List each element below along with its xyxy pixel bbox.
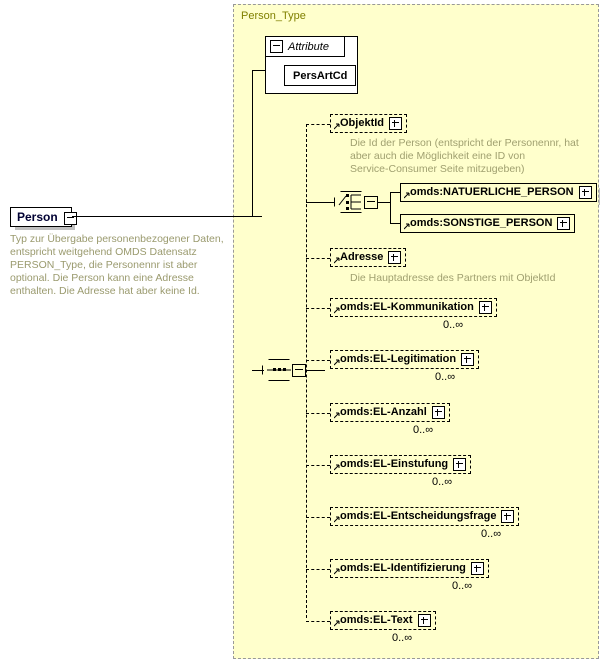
node-el-entscheidungsfrage[interactable]: omds:EL-Entscheidungsfrage (330, 507, 523, 529)
root-element-person[interactable]: Person (10, 207, 77, 230)
wire-choice-out (378, 202, 390, 203)
expand-plus-icon[interactable] (417, 614, 431, 627)
node-documentation-adresse: Die Hauptadresse des Partners mit Objekt… (350, 272, 556, 284)
sequence-icon (267, 368, 291, 371)
attribute-compartment: Attribute PersArtCd (265, 36, 361, 97)
attribute-item-label: PersArtCd (293, 69, 348, 82)
person-type-container (233, 4, 599, 659)
wire-to-el-text (306, 621, 330, 622)
expand-plus-icon[interactable] (453, 458, 467, 471)
node-el-text[interactable]: omds:EL-Text (330, 611, 439, 633)
choice-icon (338, 194, 361, 210)
node-label: omds:EL-Kommunikation (340, 301, 474, 313)
cardinality-el-entscheidungsfrage: 0..∞ (481, 528, 502, 540)
wire-to-sequence (252, 370, 264, 371)
cardinality-el-identifizierung: 0..∞ (452, 580, 473, 592)
cardinality-el-legitimation: 0..∞ (435, 371, 456, 383)
sequence-collapse-minus-icon[interactable] (292, 364, 306, 377)
expand-plus-icon[interactable] (388, 251, 402, 264)
node-adresse[interactable]: Adresse (330, 248, 410, 270)
expand-plus-icon[interactable] (501, 510, 515, 523)
node-label: omds:EL-Anzahl (340, 406, 427, 418)
wire-to-el-kommunikation (306, 308, 330, 309)
node-label: Adresse (340, 251, 384, 263)
expand-plus-icon[interactable] (478, 301, 492, 314)
wire-to-el-identifizierung (306, 569, 330, 570)
attribute-label: Attribute (288, 40, 329, 53)
wire-to-el-einstufung (306, 465, 330, 466)
sequence-compositor[interactable] (262, 359, 306, 381)
node-label: omds:EL-Entscheidungsfrage (340, 510, 497, 522)
node-el-anzahl[interactable]: omds:EL-Anzahl (330, 403, 453, 425)
root-element-label: Person (17, 210, 58, 224)
wire-to-adresse (306, 258, 330, 259)
wire-sequence-out (305, 370, 325, 371)
wire-to-el-legitimation (306, 360, 330, 361)
expand-plus-icon[interactable] (578, 186, 592, 199)
node-sonstige-person[interactable]: omds:SONSTIGE_PERSON (400, 214, 579, 236)
node-objektid[interactable]: ObjektId (330, 114, 411, 136)
collapse-minus-icon[interactable] (64, 212, 77, 225)
wire-to-el-entscheidungsfrage (306, 517, 330, 518)
wire-attr-trunk-v (252, 70, 253, 217)
expand-plus-icon[interactable] (461, 353, 475, 366)
expand-plus-icon[interactable] (389, 117, 403, 130)
wire-to-el-anzahl (306, 413, 330, 414)
node-label: omds:EL-Einstufung (340, 458, 449, 470)
person-type-title: Person_Type (241, 10, 306, 22)
collapse-minus-icon[interactable] (270, 40, 283, 53)
wire-root-to-type (72, 216, 262, 217)
expand-plus-icon[interactable] (431, 406, 445, 419)
cardinality-el-einstufung: 0..∞ (432, 476, 453, 488)
wire-to-sonstige-person (390, 223, 401, 224)
node-el-kommunikation[interactable]: omds:EL-Kommunikation (330, 298, 500, 320)
node-label: omds:NATUERLICHE_PERSON (410, 186, 574, 198)
wire-sequence-trunk (306, 124, 307, 618)
wire-attr-to-box (252, 70, 266, 71)
cardinality-el-anzahl: 0..∞ (413, 424, 434, 436)
node-el-legitimation[interactable]: omds:EL-Legitimation (330, 350, 483, 372)
choice-compositor[interactable] (334, 191, 378, 213)
choice-collapse-minus-icon[interactable] (364, 196, 378, 209)
root-element-documentation: Typ zur Übergabe personenbezogener Daten… (10, 233, 224, 297)
attribute-header[interactable]: Attribute (266, 37, 345, 57)
node-el-einstufung[interactable]: omds:EL-Einstufung (330, 455, 475, 477)
wire-to-natuerliche-person (390, 192, 401, 193)
expand-plus-icon[interactable] (557, 217, 571, 230)
node-natuerliche-person[interactable]: omds:NATUERLICHE_PERSON (400, 183, 600, 205)
attribute-item-persartcd[interactable]: PersArtCd (284, 65, 360, 89)
node-label: omds:EL-Legitimation (340, 353, 457, 365)
node-label: omds:EL-Identifizierung (340, 562, 466, 574)
node-documentation-objektid: Die Id der Person (entspricht der Person… (350, 137, 579, 175)
cardinality-el-kommunikation: 0..∞ (443, 319, 464, 331)
wire-to-objektid (306, 124, 330, 125)
expand-plus-icon[interactable] (470, 562, 484, 575)
node-label: omds:EL-Text (340, 614, 413, 626)
node-label: omds:SONSTIGE_PERSON (410, 217, 553, 229)
cardinality-el-text: 0..∞ (392, 632, 413, 644)
wire-choice-trunk (390, 192, 391, 224)
node-label: ObjektId (340, 117, 385, 129)
node-el-identifizierung[interactable]: omds:EL-Identifizierung (330, 559, 492, 581)
wire-to-choice (306, 202, 334, 203)
